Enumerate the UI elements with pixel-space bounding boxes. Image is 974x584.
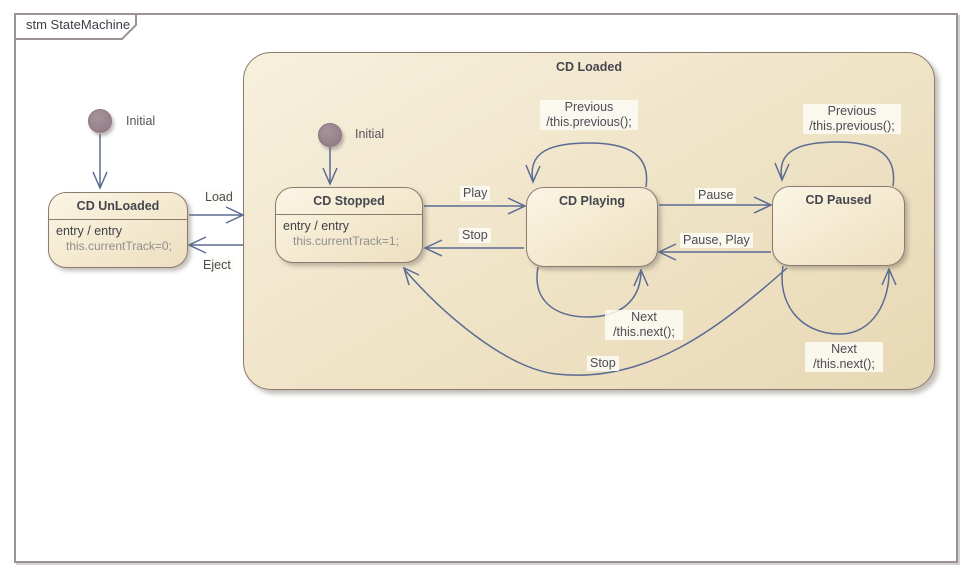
transition-label-stop[interactable]: Stop: [459, 228, 491, 243]
state-entry-action: this.currentTrack=0;: [66, 239, 172, 253]
state-entry-action: this.currentTrack=1;: [293, 234, 399, 248]
diagram-frame: [14, 13, 958, 563]
transition-trigger: Next: [831, 342, 857, 356]
transition-trigger: Next: [631, 310, 657, 324]
transition-effect: /this.previous();: [809, 119, 895, 133]
state-separator: [276, 214, 422, 215]
transition-trigger: Previous: [827, 104, 877, 118]
state-cd-stopped[interactable]: CD Stopped entry / entry this.currentTra…: [275, 187, 423, 263]
transition-trigger: Previous: [564, 100, 614, 114]
transition-label-eject[interactable]: Eject: [200, 258, 234, 273]
state-separator: [49, 219, 187, 220]
frame-tab: [14, 13, 137, 40]
transition-label-load[interactable]: Load: [202, 190, 236, 205]
state-cd-unloaded[interactable]: CD UnLoaded entry / entry this.currentTr…: [48, 192, 188, 268]
initial-node-outer[interactable]: [88, 109, 112, 133]
transition-label-previous-playing[interactable]: Previous /this.previous();: [540, 100, 638, 130]
state-entry-behavior: entry / entry: [283, 219, 349, 233]
initial-node-inner[interactable]: [318, 123, 342, 147]
state-entry-behavior: entry / entry: [56, 224, 122, 238]
initial-node-label: Initial: [355, 127, 385, 141]
transition-label-previous-paused[interactable]: Previous /this.previous();: [803, 104, 901, 134]
transition-label-play[interactable]: Play: [460, 186, 491, 201]
transition-label-stop-long[interactable]: Stop: [587, 356, 619, 371]
transition-label-next-paused[interactable]: Next /this.next();: [805, 342, 883, 372]
state-title: CD Paused: [805, 193, 872, 207]
initial-node-label: Initial: [126, 114, 156, 128]
transition-label-pause[interactable]: Pause: [695, 188, 737, 203]
transition-effect: /this.next();: [813, 357, 875, 371]
transition-effect: /this.previous();: [546, 115, 632, 129]
state-cd-paused[interactable]: CD Paused: [772, 186, 905, 266]
state-title: CD Playing: [559, 194, 625, 208]
frame-title: stm StateMachine: [26, 17, 131, 32]
transition-effect: /this.next();: [613, 325, 675, 339]
state-title: CD Loaded: [556, 60, 622, 74]
transition-label-pause-play[interactable]: Pause, Play: [680, 233, 753, 248]
state-title: CD UnLoaded: [76, 199, 160, 213]
transition-label-next-playing[interactable]: Next /this.next();: [605, 310, 683, 340]
state-title: CD Stopped: [313, 194, 385, 208]
state-cd-playing[interactable]: CD Playing: [526, 187, 658, 267]
